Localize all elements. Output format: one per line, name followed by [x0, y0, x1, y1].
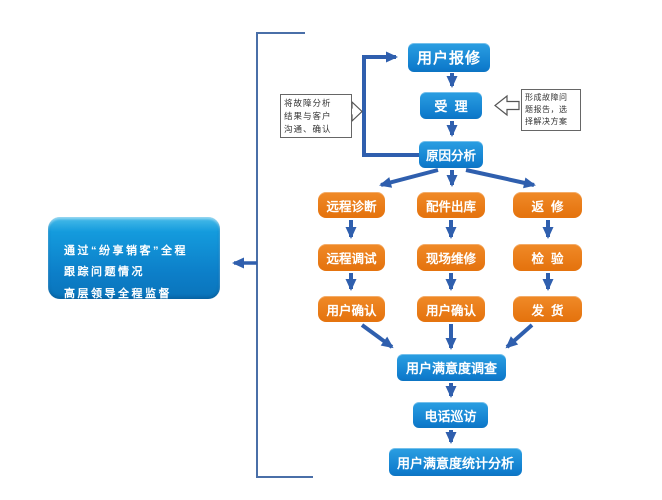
tracking-panel-line: 通过“纷享销客”全程 — [64, 245, 188, 257]
note-line: 沟通、确认 — [284, 123, 332, 134]
note-communicate-with-customer: 将故障分析 结果与客户 沟通、确认 — [280, 94, 352, 139]
node-satisfaction-analysis: 用户满意度统计分析 — [389, 448, 522, 476]
node-phone-visit: 电话巡访 — [413, 402, 488, 428]
tracking-panel: 通过“纷享销客”全程 跟踪问题情况 高层领导全程监督 — [48, 217, 220, 300]
arrow-shipping-to-survey — [505, 323, 534, 349]
node-return-repair: 返 修 — [513, 192, 582, 218]
node-accept: 受 理 — [420, 92, 482, 119]
note-line: 形成故障问 — [525, 93, 568, 102]
bracket-line — [256, 32, 313, 478]
arrow-cause-to-return-repair — [465, 168, 536, 189]
node-onsite-repair: 现场维修 — [417, 244, 485, 271]
note-form-fault-report: 形成故障问 题报告，选 择解决方案 — [521, 89, 581, 131]
tracking-panel-line: 高层领导全程监督 — [64, 287, 172, 300]
node-shipping: 发 货 — [513, 296, 582, 322]
node-remote-diagnosis: 远程诊断 — [318, 192, 385, 218]
node-satisfaction-survey: 用户满意度调查 — [397, 354, 506, 381]
node-parts-outbound: 配件出库 — [417, 192, 485, 218]
node-user-confirm-1: 用户确认 — [318, 296, 385, 322]
node-inspection: 检 验 — [513, 244, 582, 271]
note-line: 择解决方案 — [525, 117, 568, 126]
tracking-panel-line: 跟踪问题情况 — [64, 266, 145, 279]
note-line: 结果与客户 — [284, 110, 332, 121]
node-cause-analysis: 原因分析 — [419, 141, 483, 168]
arrow-confirm1-to-survey — [360, 323, 394, 349]
note-line: 题报告，选 — [525, 105, 568, 114]
callout-arrow-left-icon — [494, 94, 520, 117]
node-user-report: 用户报修 — [408, 43, 490, 72]
node-user-confirm-2: 用户确认 — [417, 296, 485, 322]
arrow-cause-to-remote-diagnosis — [379, 168, 439, 188]
node-remote-debug: 远程调试 — [318, 244, 385, 271]
note-line: 将故障分析 — [284, 98, 332, 108]
arrow-cause-to-user-report — [362, 51, 419, 157]
